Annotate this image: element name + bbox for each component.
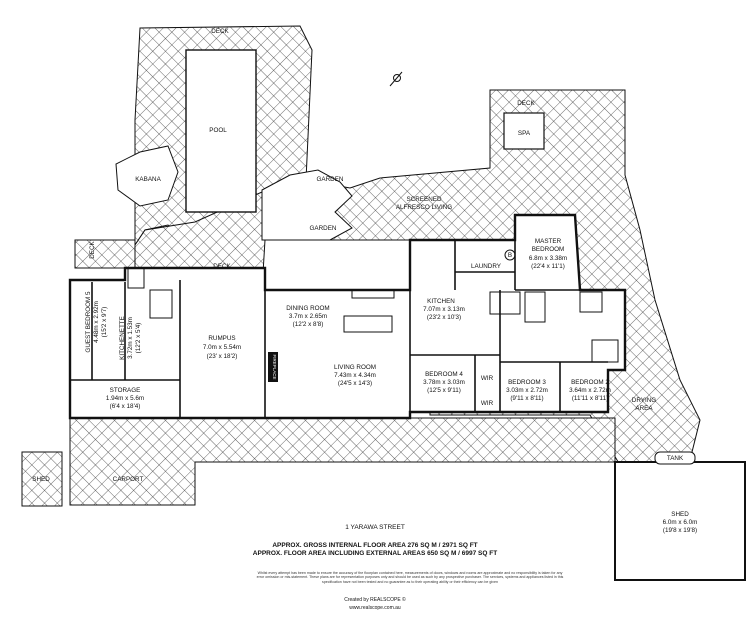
label-dining-3: (12'2 x 8'8) [293, 321, 324, 328]
label-dining-1: DINING ROOM [286, 305, 329, 312]
label-bed2-3: (11'11 x 8'11) [572, 395, 608, 402]
label-alfresco: ALFRESCO LIVING [396, 204, 452, 211]
label-shed-2: 6.0m x 6.0m [663, 519, 698, 526]
label-shed-3: (19'8 x 19'8) [663, 527, 697, 534]
spa [503, 112, 545, 150]
website: www.realscope.com.au [349, 605, 401, 611]
big-shed [614, 461, 746, 581]
label-bed4-3: (12'5 x 9'11) [427, 387, 461, 394]
label-fireplace: FIREPLACE [272, 354, 277, 379]
label-bed3-1: BEDROOM 3 [508, 379, 546, 386]
label-kabana: KABANA [135, 176, 161, 183]
label-bed3-2: 3.03m x 2.72m [506, 387, 548, 394]
small-shed [21, 451, 63, 507]
label-garden-top: GARDEN [317, 176, 344, 183]
label-laundry: LAUNDRY [471, 263, 502, 270]
label-bed4-1: BEDROOM 4 [425, 371, 463, 378]
label-storage-2: 1.94m x 5.6m [106, 395, 144, 402]
label-living-2: 7.43m x 4.34m [334, 372, 376, 379]
label-master-4: (22'4 x 11'1) [531, 263, 565, 270]
label-bed2-1: BEDROOM 2 [571, 379, 609, 386]
label-drying-2: AREA [635, 405, 653, 412]
label-spa: SPA [518, 130, 531, 137]
tank [654, 451, 696, 465]
address: 1 YARAWA STREET [345, 524, 405, 531]
label-deck-mid: DECK [213, 263, 231, 270]
label-guest-1: GUEST BEDROOM 5 [85, 291, 92, 353]
label-deck-spa: DECK [517, 100, 535, 107]
house-interior [68, 213, 627, 420]
label-bed4-2: 3.78m x 3.03m [423, 379, 465, 386]
label-bed3-3: (9'11 x 8'11) [510, 395, 543, 402]
label-guest-2: 4.48m x 2.92m [93, 301, 100, 343]
label-laundry-b: B [508, 252, 512, 259]
garden [261, 169, 353, 241]
kabana [115, 145, 179, 207]
label-tank: TANK [667, 455, 684, 462]
label-carport: CARPORT [113, 476, 144, 483]
label-dining-2: 3.7m x 2.65m [289, 313, 327, 320]
pool [185, 49, 257, 213]
label-master-2: BEDROOM [532, 246, 565, 253]
label-rumpus-3: (23' x 18'2) [207, 353, 238, 360]
label-shed-1: SHED [671, 511, 689, 518]
gross-floor-area: APPROX. GROSS INTERNAL FLOOR AREA 276 SQ… [272, 542, 478, 549]
external-floor-area: APPROX. FLOOR AREA INCLUDING EXTERNAL AR… [252, 550, 498, 557]
label-bed2-2: 3.64m x 2.72m [569, 387, 611, 394]
label-kitchenette-3: (12'2 x 5'4) [135, 323, 142, 354]
label-guest-3: (15'2 x 9'7) [101, 307, 108, 338]
disclaimer: Whilst every attempt has been made to en… [256, 571, 564, 584]
carport-area [69, 417, 616, 506]
label-wir-1: WIR [481, 375, 494, 382]
label-deck-left: DECK [89, 240, 96, 258]
label-pool: POOL [209, 127, 227, 134]
label-garden-bottom: GARDEN [310, 225, 337, 232]
label-drying-1: DRYING [632, 397, 656, 404]
label-storage-1: STORAGE [110, 387, 141, 394]
label-shed-small: SHED [32, 476, 50, 483]
label-screened: SCREENED [407, 196, 442, 203]
label-kitchenette-2: 3.72m x 1.53m [127, 317, 134, 359]
label-rumpus-2: 7.0m x 5.54m [203, 344, 241, 351]
label-kitchen-1: KITCHEN [427, 298, 455, 305]
label-living-1: LIVING ROOM [334, 364, 376, 371]
label-master-1: MASTER [535, 238, 562, 245]
label-rumpus-1: RUMPUS [208, 335, 235, 342]
label-wir-2: WIR [481, 400, 494, 407]
fireplace [268, 352, 278, 382]
label-kitchen-2: 7.07m x 3.13m [423, 306, 465, 313]
created-by: Created by REALSCOPE © [344, 597, 406, 603]
label-master-3: 6.8m x 3.38m [529, 255, 567, 262]
label-living-3: (24'5 x 14'3) [338, 380, 372, 387]
label-deck-top: DECK [211, 28, 229, 35]
label-kitchen-3: (23'2 x 10'3) [427, 314, 461, 321]
label-kitchenette-1: KITCHENETTE [119, 316, 126, 360]
label-storage-3: (6'4 x 18'4) [110, 403, 141, 410]
